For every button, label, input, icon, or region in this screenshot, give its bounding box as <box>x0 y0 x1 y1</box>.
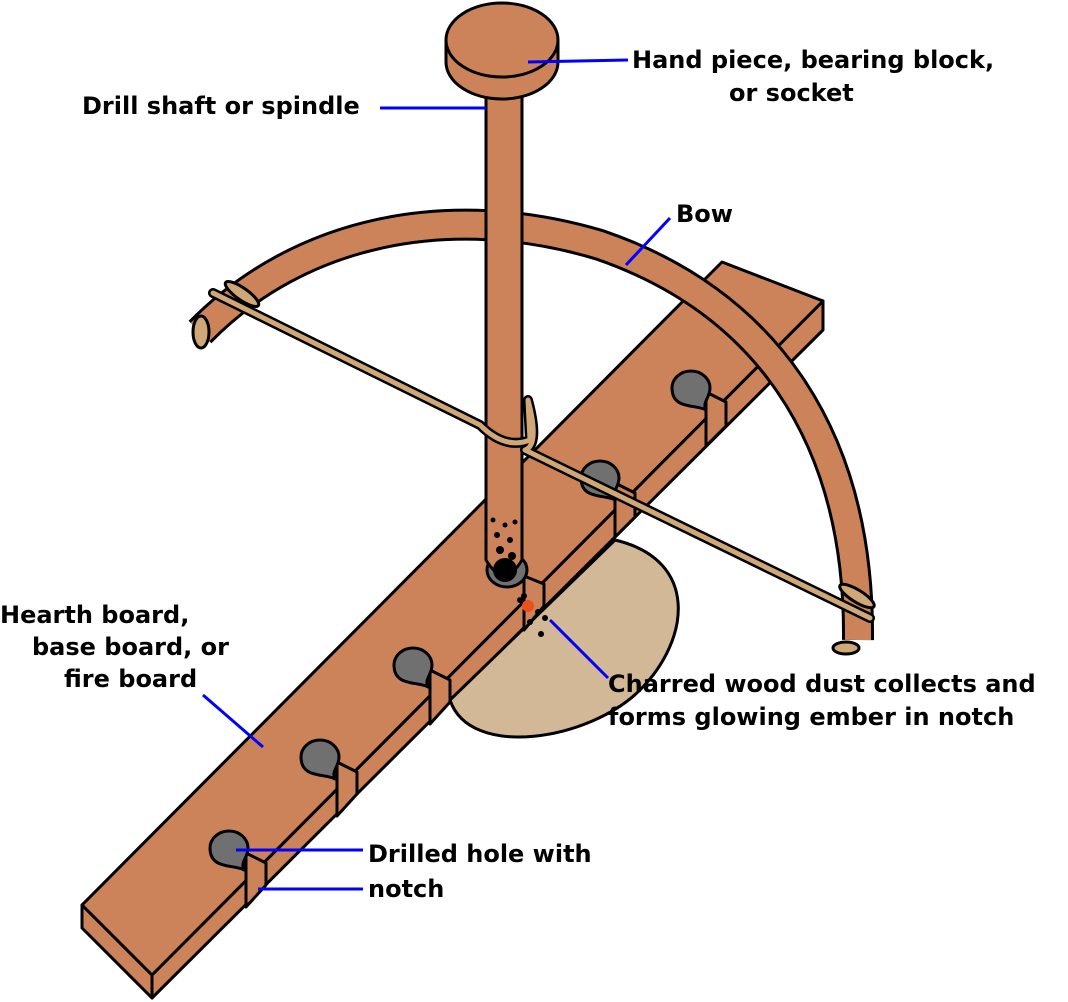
label-bow: Bow <box>676 200 733 228</box>
label-hole-line1: Drilled hole with <box>368 840 592 868</box>
ember-catcher-leaf <box>448 538 680 739</box>
notch <box>704 390 728 448</box>
bow-end <box>831 640 861 656</box>
drilled-hole <box>392 646 434 689</box>
label-charred-line1: Charred wood dust collects and <box>608 670 1036 698</box>
label-drill-shaft: Drill shaft or spindle <box>82 92 360 120</box>
label-hole-line2: notch <box>368 875 445 903</box>
notch <box>335 760 359 818</box>
drill-spindle <box>484 68 524 577</box>
drilled-hole <box>670 369 712 412</box>
drilled-hole <box>299 738 341 781</box>
bow-string-tie <box>838 582 876 610</box>
notch <box>522 574 546 632</box>
label-hearth-line1: Hearth board, <box>0 601 190 629</box>
leader-bow <box>624 216 672 267</box>
bow-string-tie <box>223 280 261 308</box>
bow-end <box>191 314 211 350</box>
char-dust <box>490 517 548 637</box>
leader-hearth <box>202 693 264 749</box>
leader-charred <box>548 618 610 680</box>
leader-hand-piece <box>527 58 629 64</box>
label-hand-piece-line1: Hand piece, bearing block, <box>632 46 995 74</box>
drilled-hole <box>208 829 250 872</box>
label-charred-line2: forms glowing ember in notch <box>608 703 1015 731</box>
label-hearth-line3: fire board <box>64 665 198 693</box>
label-hand-piece-line2: or socket <box>729 79 854 107</box>
notch <box>428 668 452 726</box>
hand-piece-top <box>444 1 560 79</box>
notch <box>244 851 268 909</box>
label-hearth-line2: base board, or <box>32 633 229 661</box>
